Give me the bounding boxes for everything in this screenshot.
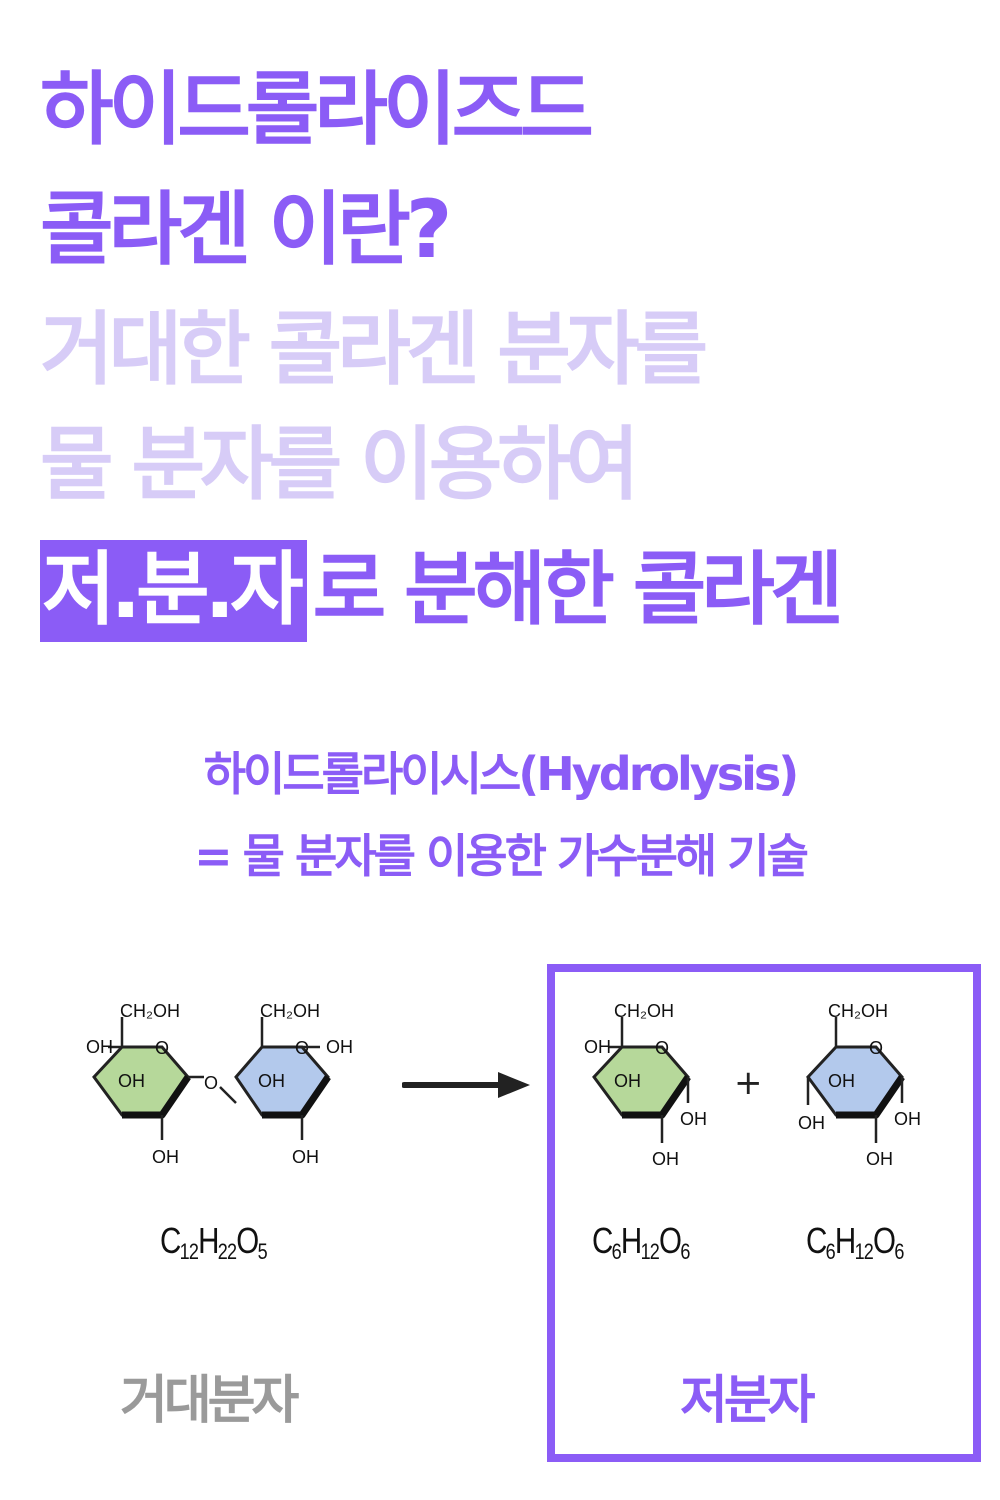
label-oh: OH [680,1109,707,1129]
label-oh: OH [292,1147,319,1167]
label-o: O [204,1073,218,1093]
label-o: O [869,1038,883,1058]
green-glucose-ring [592,1045,690,1117]
label-o: O [155,1038,169,1058]
headline-line-4: 물 분자를 이용하여 [40,418,640,511]
definition-line-2: = 물 분자를 이용한 가수분해 기술 [194,829,809,883]
label-oh: OH [614,1071,641,1091]
caption-macromolecule: 거대분자 [120,1371,299,1431]
label-oh: OH [118,1071,145,1091]
headline-line-2: 콜라겐 이란? [40,183,452,276]
label-oh: OH [894,1109,921,1129]
blue-glucose-ring [806,1045,904,1117]
disaccharide-structure: CH₂OH OH O OH OH O CH₂OH O OH OH OH [86,1001,353,1167]
highlight-low-molecular: 저.분.자 [40,540,307,642]
label-ch2oh: CH₂OH [614,1001,674,1021]
label-oh: OH [866,1149,893,1169]
label-oh: OH [152,1147,179,1167]
arrow-right-icon [402,1072,530,1098]
plus-sign: + [734,1063,763,1103]
label-o: O [655,1038,669,1058]
label-oh: OH [86,1037,113,1057]
definition-line-1: 하이드롤라이시스(Hydrolysis) [203,747,800,801]
glucose-structure-blue: CH₂OH O OH OH OH OH [798,1001,921,1169]
headline-line-1: 하이드롤라이즈드 [40,63,594,156]
label-oh: OH [652,1149,679,1169]
label-oh: OH [584,1037,611,1057]
caption-low-molecular: 저분자 [680,1371,816,1431]
glucose-structure-green: CH₂OH OH O OH OH OH [584,1001,707,1169]
formula-c12h22o5: C12H22O5 [160,1220,268,1264]
headline-line-5-rest: 로 분해한 콜라겐 [312,543,844,636]
label-oh: OH [828,1071,855,1091]
label-ch2oh: CH₂OH [260,1001,320,1021]
headline-line-3: 거대한 콜라겐 분자를 [40,303,708,396]
low-molecular-box [547,964,981,1462]
label-oh: OH [326,1037,353,1057]
label-ch2oh: CH₂OH [828,1001,888,1021]
formula-c6h12o6: C6H12O6 [592,1220,690,1264]
formula-c6h12o6: C6H12O6 [806,1220,904,1264]
label-ch2oh: CH₂OH [120,1001,180,1021]
label-oh: OH [258,1071,285,1091]
label-oh: OH [798,1113,825,1133]
